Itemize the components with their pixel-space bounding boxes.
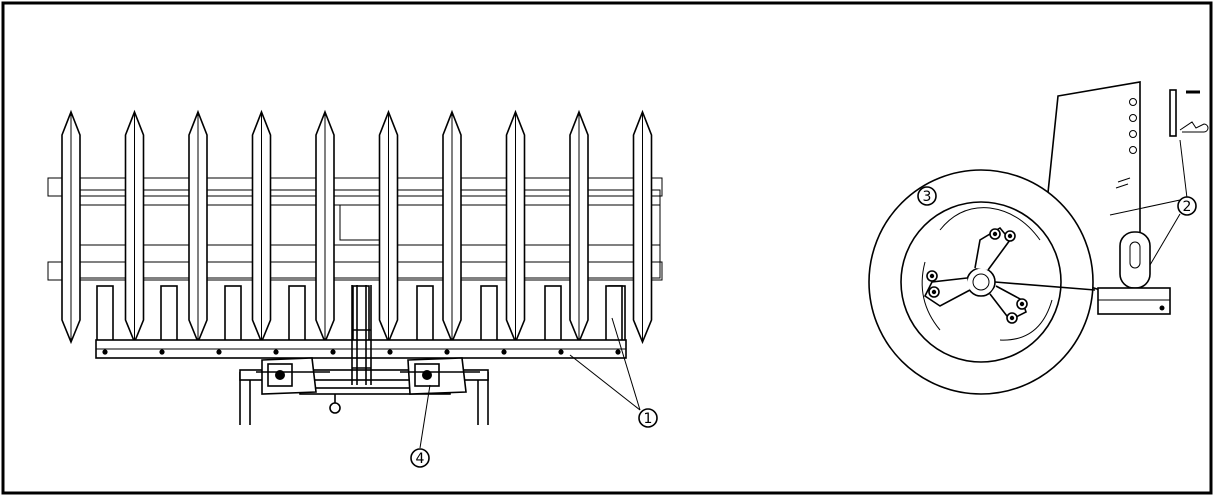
callout-2: 2 [1177, 196, 1197, 216]
callout-4: 4 [410, 448, 430, 468]
bar-bolt [444, 349, 450, 355]
bar-bolt [273, 349, 279, 355]
roller-disc [251, 109, 272, 345]
roller-disc [442, 109, 462, 345]
callout-2-label: 2 [1183, 199, 1192, 215]
callout-3-label: 3 [923, 189, 932, 205]
bar-bolt [216, 349, 222, 355]
roller-disc [61, 109, 81, 345]
roller-discs [61, 109, 653, 345]
roller-disc [569, 109, 589, 345]
tine-bracket [160, 285, 178, 343]
scraper-bar [95, 339, 627, 359]
retaining-pin [1169, 89, 1209, 137]
mounting-frame [239, 285, 489, 425]
tine-bracket [605, 285, 623, 343]
roller-disc [505, 109, 526, 345]
tine-bracket [544, 285, 562, 343]
roller-disc [124, 109, 145, 345]
bar-bolt [501, 349, 507, 355]
leader-lines-left [419, 317, 641, 449]
bar-bolt [159, 349, 165, 355]
tine-bracket [480, 285, 498, 343]
bar-bolt [558, 349, 564, 355]
callout-4-label: 4 [416, 451, 425, 467]
mounting-clamp-left [256, 357, 330, 395]
tine-brackets [96, 285, 626, 343]
roller-disc [378, 109, 399, 345]
bar-bolt [387, 349, 393, 355]
roller-disc [188, 109, 208, 345]
depth-wheel-assembly [868, 81, 1209, 395]
callout-1-label: 1 [644, 411, 653, 427]
bar-bolt [615, 349, 621, 355]
disc-roller-assembly [47, 109, 663, 449]
leader-lines-right [1109, 139, 1188, 266]
callout-1: 1 [638, 408, 658, 428]
tine-bracket [224, 285, 242, 343]
bar-bolt [102, 349, 108, 355]
wheel-bolts [926, 228, 1028, 324]
roller-disc [315, 109, 335, 345]
tine-bracket [96, 285, 114, 343]
tine-bracket [416, 285, 434, 343]
bar-bolt [330, 349, 336, 355]
mounting-clamp-right [400, 357, 480, 395]
roller-disc [632, 109, 653, 345]
tine-bracket [288, 285, 306, 343]
bar-bolts [102, 349, 621, 355]
callout-3: 3 [917, 186, 937, 206]
depth-wheel [868, 169, 1096, 395]
